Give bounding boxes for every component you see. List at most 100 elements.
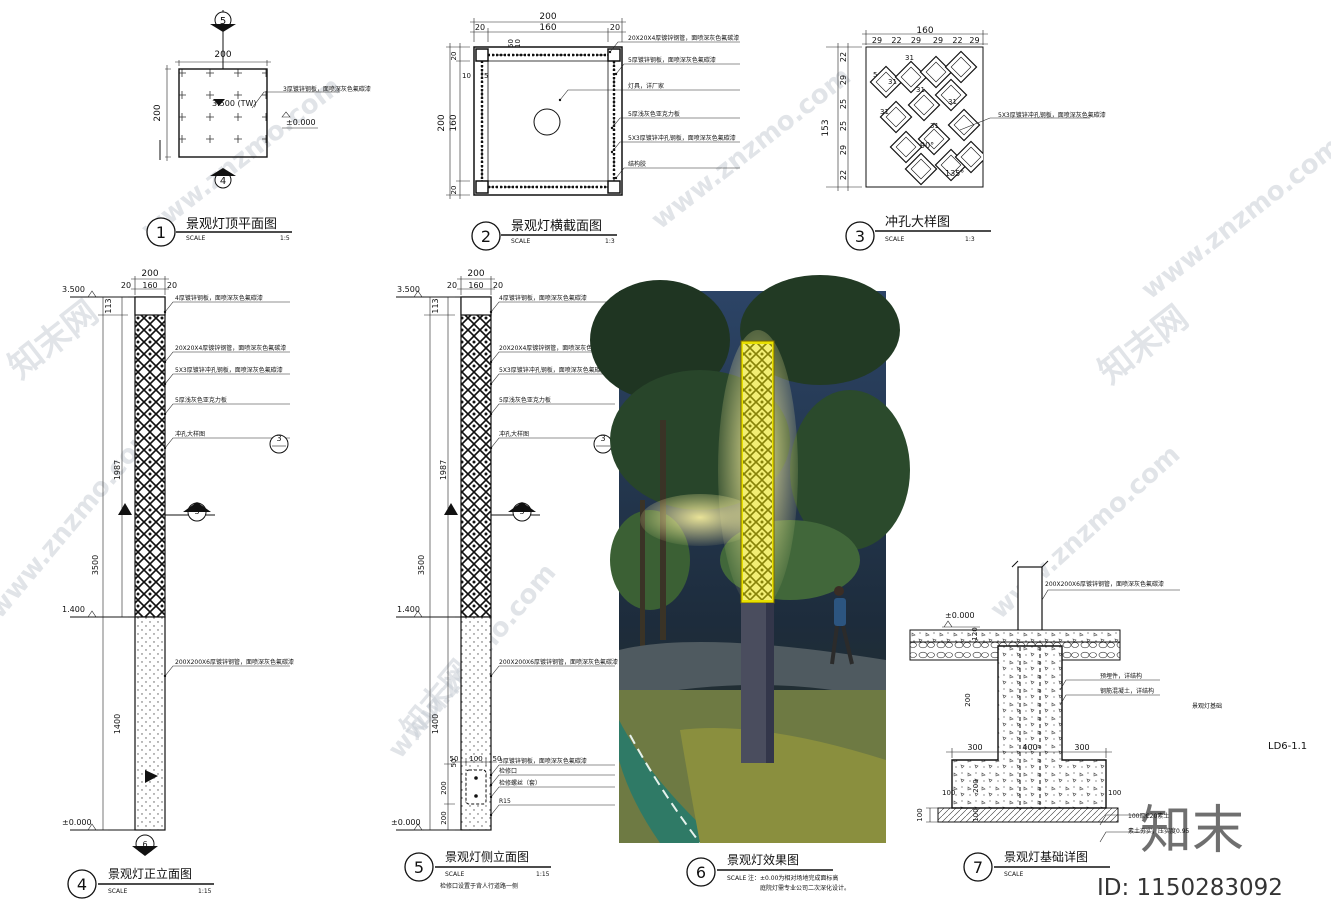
view-1-top-plan: 200 200 3.500 (TW) 3厚镀锌钢板，面喷深灰色氟碳漆 ±0.00… — [146, 10, 371, 247]
svg-text:1987: 1987 — [113, 460, 122, 480]
leader-note: 检修口 — [499, 767, 517, 775]
leader-note: 灯具，详厂家 — [628, 82, 664, 90]
dim-top: 29 — [911, 36, 921, 45]
dim-height: 200 — [153, 104, 163, 121]
leader-note: 5X3厚镀锌冲孔钢板，面喷深灰色氟碳漆 — [175, 366, 283, 374]
perforated-light-section — [460, 296, 492, 618]
leader-note: 20X20X4厚镀锌钢管，面喷深灰色氟碳漆 — [499, 344, 610, 352]
sheet-number: LD6-1.1 — [1268, 741, 1307, 752]
view-2-scale-label: SCALE — [511, 238, 530, 245]
svg-text:10: 10 — [514, 39, 522, 48]
svg-text:200: 200 — [972, 779, 980, 792]
view-1-title: 景观灯顶平面图 — [186, 217, 277, 232]
cell-dim: 31 — [880, 108, 889, 116]
view-1-scale-label: SCALE — [186, 235, 205, 242]
base-bedding — [937, 807, 1119, 823]
leader-note: 5X3厚镀锌冲孔钢板，面喷深灰色氟碳漆 — [628, 134, 736, 142]
svg-text:1:15: 1:15 — [198, 888, 212, 895]
svg-text:3500: 3500 — [91, 555, 100, 575]
leader-note: 5厚浅灰色亚克力板 — [628, 110, 680, 118]
leader-note: 200X200X6厚镀锌钢管，面喷深灰色氟碳漆 — [499, 658, 618, 666]
view-7-title: 景观灯基础详图 — [1004, 849, 1088, 864]
dim-left: 22 — [839, 170, 848, 180]
angle-135: 135° — [945, 169, 964, 178]
svg-text:20: 20 — [447, 281, 457, 290]
view-7-number: 7 — [973, 858, 983, 877]
leader-note: 200X200X6厚镀锌钢管，面喷深灰色氟碳漆 — [175, 658, 294, 666]
svg-text:3: 3 — [276, 434, 281, 443]
dim-left: 29 — [839, 75, 848, 85]
dim-top: 22 — [952, 36, 962, 45]
svg-text:3: 3 — [194, 507, 199, 516]
svg-text:6: 6 — [142, 840, 147, 849]
leader-note: 5X3厚镀锌冲孔钢板，面喷深灰色氟碳漆 — [499, 366, 607, 374]
level-1400: 1.400 — [62, 605, 85, 614]
leader-note: 素土夯实，压实度0.95 — [1128, 827, 1190, 835]
svg-text:3500: 3500 — [417, 555, 426, 575]
svg-text:300: 300 — [967, 743, 982, 752]
cell-dim: 31 — [916, 86, 925, 94]
svg-text:100: 100 — [916, 808, 924, 821]
maintenance-door — [465, 769, 487, 805]
svg-text:113: 113 — [431, 298, 440, 313]
leader-note: 4厚镀锌钢板，面喷深灰色氟碳漆 — [499, 294, 587, 302]
svg-text:300: 300 — [1074, 743, 1089, 752]
render-person — [830, 586, 854, 665]
leader-note: 预埋件，详结构 — [1100, 672, 1142, 680]
view-2-title: 景观灯横截面图 — [511, 219, 602, 234]
view-1-scale: 1:5 — [280, 235, 290, 242]
svg-text:20: 20 — [450, 52, 458, 61]
dim-left: 25 — [839, 99, 848, 109]
svg-text:200: 200 — [467, 269, 484, 279]
brand-watermark: 知末 — [1140, 801, 1244, 861]
watermark-url: www.znzmo.com — [985, 439, 1187, 625]
svg-text:3.500: 3.500 — [397, 285, 420, 294]
ground-level: ±0.000 — [286, 118, 316, 127]
leader-note: 100厚C20素土 — [1128, 812, 1169, 820]
view-2-scale: 1:3 — [605, 238, 615, 245]
render-lamp — [718, 330, 798, 763]
svg-text:160: 160 — [142, 281, 157, 290]
leader-note: 200X200X6厚镀锌钢管，面喷深灰色氟碳漆 — [1045, 580, 1164, 588]
svg-text:1.400: 1.400 — [397, 605, 420, 614]
leader-note: 20X20X4厚镀锌钢管，面喷深灰色氟碳漆 — [628, 34, 739, 42]
view-3-scale: 1:3 — [965, 236, 975, 243]
level-tw: 3.500 (TW) — [212, 99, 256, 108]
dim-top: 22 — [891, 36, 901, 45]
svg-text:200: 200 — [440, 811, 448, 824]
svg-text:120: 120 — [971, 627, 979, 640]
dim-side-right: 20 — [610, 23, 620, 32]
dim-total-v: 200 — [437, 114, 447, 131]
dim-50: 50 — [507, 39, 515, 48]
leader-note: 结构胶 — [628, 160, 646, 168]
ground-level: ±0.000 — [945, 611, 975, 620]
view-3-title: 冲孔大样图 — [885, 215, 950, 230]
leader-note: R15 — [499, 798, 511, 805]
leader-note: 20X20X4厚镀锌钢管，面喷深灰色氟碳漆 — [175, 344, 286, 352]
leader-note: 冲孔大样图 — [175, 430, 205, 438]
view-4-title: 景观灯正立面图 — [108, 866, 192, 881]
dim-inner: 160 — [539, 23, 556, 33]
svg-text:200: 200 — [440, 781, 448, 794]
svg-text:100: 100 — [972, 808, 980, 821]
leader-note: 5厚浅灰色亚克力板 — [499, 396, 551, 404]
leader-note: 冲孔大样图 — [499, 430, 529, 438]
svg-text:SCALE: SCALE — [445, 871, 464, 878]
svg-text:100: 100 — [469, 755, 482, 763]
svg-text:200: 200 — [141, 269, 158, 279]
section-mark-4: 4 — [220, 176, 226, 187]
angle-90: 90° — [920, 141, 934, 150]
id-watermark: ID: 1150283092 — [1097, 875, 1283, 901]
dim-5: 5 — [484, 72, 488, 80]
svg-text:20: 20 — [167, 281, 177, 290]
level-0: ±0.000 — [62, 818, 92, 827]
cell-dim: 31 — [930, 122, 939, 130]
svg-text:400: 400 — [1022, 743, 1037, 752]
dim-left: 25 — [839, 121, 848, 131]
svg-text:3: 3 — [600, 434, 605, 443]
svg-text:SCALE: SCALE — [1004, 871, 1023, 878]
svg-text:±0.000: ±0.000 — [391, 818, 421, 827]
cell-dim: 31 — [905, 54, 914, 62]
svg-text:1400: 1400 — [431, 714, 440, 734]
